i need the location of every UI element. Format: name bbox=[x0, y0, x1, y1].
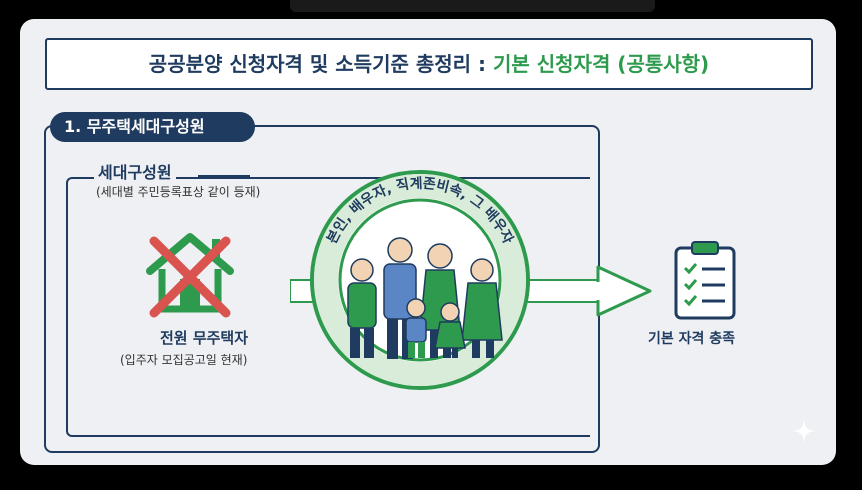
title-main: 공공분양 신청자격 및 소득기준 총정리 : bbox=[148, 52, 493, 76]
crossed-house-icon bbox=[146, 233, 234, 318]
slide: 공공분양 신청자격 및 소득기준 총정리 : 기본 신청자격 (공통사항) 1.… bbox=[20, 19, 836, 465]
checklist-clipboard-icon bbox=[674, 241, 736, 320]
slide-title: 공공분양 신청자격 및 소득기준 총정리 : 기본 신청자격 (공통사항) bbox=[45, 38, 813, 90]
house-label: 전원 무주택자 bbox=[160, 329, 249, 347]
family-ring: 본인, 배우자, 직계존비속, 그 배우자 bbox=[310, 170, 530, 390]
member-heading: 세대구성원 bbox=[94, 159, 176, 183]
family-icon bbox=[347, 237, 503, 359]
house-subtext: (입주자 모집공고일 현재) bbox=[120, 353, 248, 367]
title-accent: 기본 신청자격 (공통사항) bbox=[492, 52, 710, 76]
member-subtext: (세대별 주민등록표상 같이 등재) bbox=[96, 185, 261, 199]
sparkle-icon bbox=[792, 419, 816, 443]
section-tab: 1. 무주택세대구성원 bbox=[50, 112, 255, 142]
window-top-notch bbox=[290, 0, 655, 12]
result-label: 기본 자격 충족 bbox=[648, 331, 736, 347]
heading-rule bbox=[198, 175, 250, 177]
member-frame bbox=[66, 177, 590, 437]
